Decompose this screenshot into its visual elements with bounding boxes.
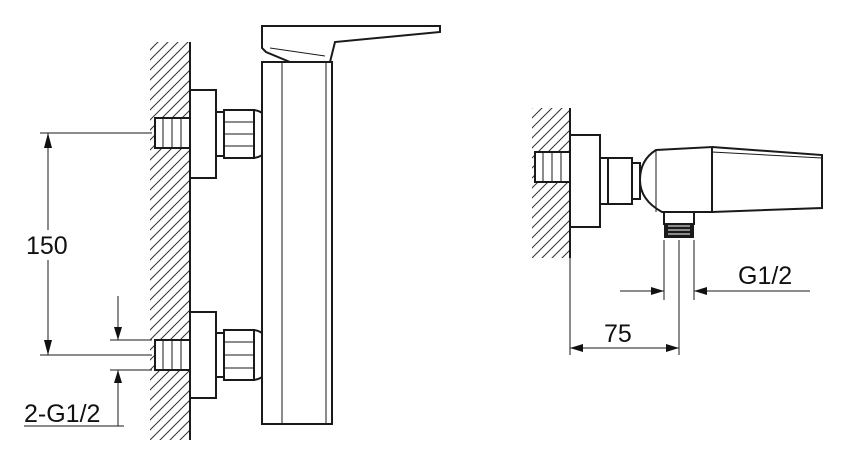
dimension-inlet-thread-label: 2-G1/2 bbox=[24, 400, 100, 428]
dimension-75-label: 75 bbox=[604, 320, 632, 348]
side-view: G1/2 75 bbox=[532, 108, 823, 355]
dimension-outlet-thread-label: G1/2 bbox=[738, 262, 792, 290]
dimension-outlet-thread: G1/2 bbox=[620, 240, 810, 300]
mixer-body-front bbox=[261, 25, 441, 425]
wall-hatch-front bbox=[150, 42, 190, 440]
upper-inlet bbox=[154, 89, 272, 179]
side-mixer-body bbox=[638, 145, 823, 238]
front-view: 150 2-G1/2 bbox=[24, 25, 441, 440]
dimension-150-label: 150 bbox=[26, 232, 68, 260]
dimension-150: 150 bbox=[26, 132, 152, 356]
lower-inlet bbox=[154, 311, 272, 399]
side-inlet bbox=[534, 134, 641, 228]
dimension-75: 75 bbox=[569, 240, 680, 355]
dimension-inlet-thread: 2-G1/2 bbox=[24, 296, 152, 428]
